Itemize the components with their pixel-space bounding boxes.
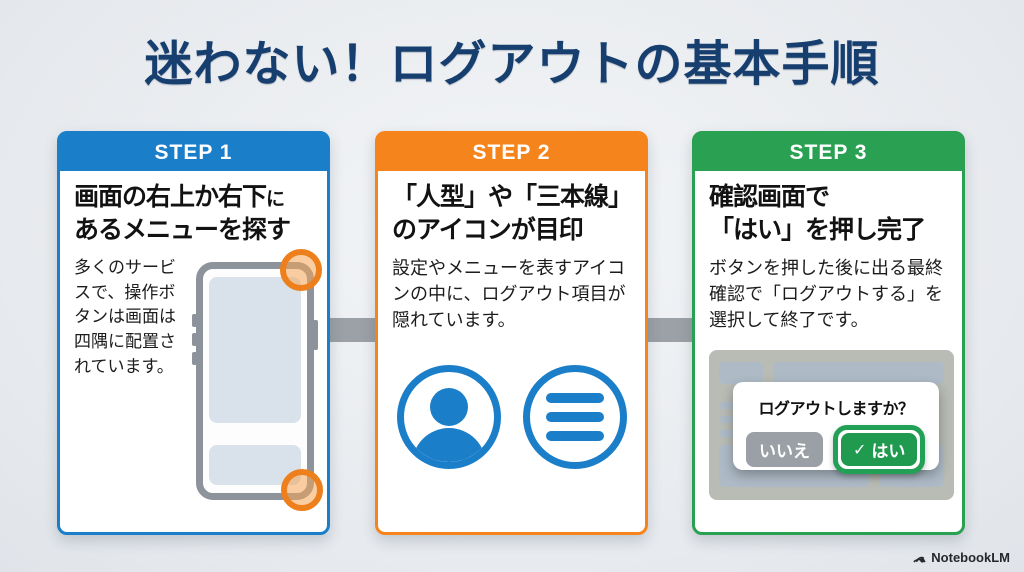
step3-body-text: ボタンを押した後に出る最終確認で「ログアウトする」を選択して終了です。	[709, 258, 943, 331]
phone-side-button	[192, 314, 197, 327]
yes-button-label: はい	[871, 442, 906, 462]
mockup-block	[773, 362, 944, 385]
step2-card: STEP 2 「人型」や「三本線」 のアイコンが目印 設定やメニューを表すアイコ…	[375, 131, 648, 535]
notebooklm-logo-icon	[913, 556, 926, 563]
step2-header: STEP 2	[378, 134, 645, 171]
step3-body-area: 確認画面で 「はい」を押し完了 ボタンを押した後に出る最終確認で「ログアウトする…	[695, 171, 962, 501]
dialog-buttons-row: いいえ ✓ はい	[746, 425, 926, 475]
step1-heading: 画面の右上か右下に あるメニューを探す	[74, 181, 313, 246]
phone-side-button	[192, 333, 197, 346]
step1-heading-line1-suffix: に	[266, 189, 285, 210]
step3-heading-line2: 「はい」を押し完了	[709, 215, 926, 244]
step1-header: STEP 1	[60, 134, 327, 171]
hamburger-bar	[545, 393, 604, 404]
person-icon-shoulders	[411, 428, 486, 463]
notebooklm-brand-text: NotebookLM	[931, 550, 1010, 565]
step3-label: STEP 3	[789, 140, 868, 164]
step3-heading-line1: 確認画面で	[709, 183, 830, 211]
step2-body-text: 設定やメニューを表すアイコンの中に、ログアウト項目が隠れています。	[392, 258, 626, 331]
step2-heading-line1: 「人型」や「三本線」	[392, 183, 633, 211]
step3-card: STEP 3 確認画面で 「はい」を押し完了 ボタンを押した後に出る最終確認で「…	[692, 131, 965, 535]
step1-body-text: 多くのサービスで、操作ボタンは画面は四隅に配置されています。	[74, 258, 176, 376]
step2-label: STEP 2	[472, 140, 551, 164]
hamburger-menu-icon	[522, 365, 627, 470]
step2-heading: 「人型」や「三本線」 のアイコンが目印	[392, 181, 633, 246]
step2-body-area: 「人型」や「三本線」 のアイコンが目印 設定やメニューを表すアイコンの中に、ログ…	[378, 171, 645, 470]
hamburger-lines	[530, 372, 620, 462]
step2-icons-row	[392, 365, 631, 470]
step1-card: STEP 1 画面の右上か右下に あるメニューを探す 多くのサービスで、操作ボタ…	[57, 131, 330, 535]
logout-confirm-dialog: ログアウトしますか？ いいえ ✓ はい	[733, 382, 939, 475]
check-icon: ✓	[853, 441, 867, 459]
smartphone-illustration	[192, 249, 323, 511]
step1-label: STEP 1	[154, 140, 233, 164]
notebooklm-watermark: NotebookLM	[912, 550, 1010, 565]
yes-button[interactable]: ✓ はい	[841, 433, 918, 467]
mockup-block	[719, 362, 763, 385]
phone-power-button	[313, 320, 318, 350]
step2-heading-line2: のアイコンが目印	[392, 215, 584, 244]
hamburger-bar	[545, 412, 604, 423]
screen-mockup-panel: ログアウトしますか？ いいえ ✓ はい	[709, 350, 954, 501]
step1-heading-line2: あるメニューを探す	[74, 215, 291, 244]
phone-screen	[209, 277, 301, 423]
person-icon-head	[429, 388, 468, 427]
step1-heading-line1: 画面の右上か右下に	[74, 181, 313, 214]
dialog-question: ログアウトしますか？	[758, 401, 914, 419]
step1-heading-line1-main: 画面の右上か右下	[74, 183, 267, 211]
corner-highlight-top-right	[280, 249, 322, 291]
step1-content-row: 多くのサービスで、操作ボタンは画面は四隅に配置されています。	[74, 249, 323, 511]
step3-header: STEP 3	[695, 134, 962, 171]
yes-button-highlight-ring: ✓ はい	[833, 425, 926, 475]
corner-highlight-bottom-right	[281, 469, 323, 511]
step3-heading: 確認画面で 「はい」を押し完了	[709, 181, 948, 246]
page-title: 迷わない！ログアウトの基本手順	[144, 38, 880, 91]
hamburger-bar	[545, 431, 604, 442]
step1-body-area: 画面の右上か右下に あるメニューを探す 多くのサービスで、操作ボタンは画面は四隅…	[60, 171, 327, 511]
no-button[interactable]: いいえ	[746, 432, 823, 468]
phone-side-button	[192, 352, 197, 365]
person-icon	[396, 365, 501, 470]
